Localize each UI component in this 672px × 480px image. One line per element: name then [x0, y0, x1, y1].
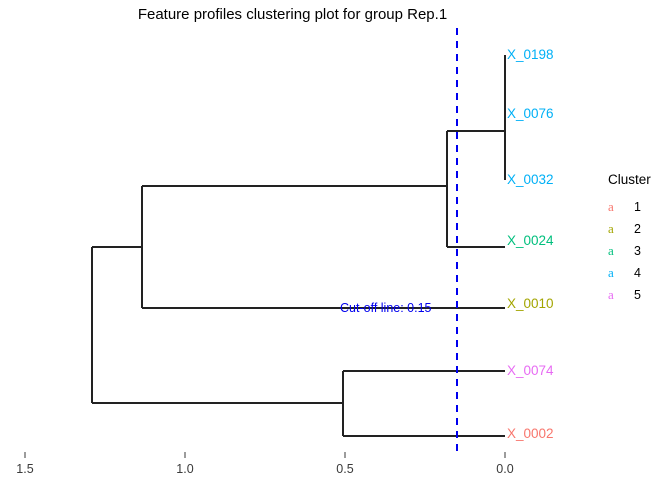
leaf-label-x0002: X_0002 [507, 426, 554, 441]
legend-key-icon-3: a [608, 243, 614, 258]
legend-item-4[interactable]: a 4 [608, 262, 672, 284]
dendrogram-branches [91, 55, 506, 437]
axis-tick-label-1: 1.5 [16, 462, 34, 476]
leaf-label-x0074: X_0074 [507, 363, 554, 378]
axis-tick-label-2: 1.0 [176, 462, 194, 476]
x-axis-ticks [24, 452, 506, 458]
legend-item-3[interactable]: a 3 [608, 240, 672, 262]
legend-label-4: 4 [634, 266, 641, 280]
legend-item-2[interactable]: a 2 [608, 218, 672, 240]
page-title: Feature profiles clustering plot for gro… [137, 6, 448, 23]
axis-tick-label-3: 0.5 [336, 462, 354, 476]
legend-key-icon-1: a [608, 199, 614, 214]
legend-title: Cluster [608, 172, 651, 187]
legend-label-1: 1 [634, 200, 641, 214]
legend-item-1[interactable]: a 1 [608, 196, 672, 218]
legend: Cluster a 1 a 2 a 3 a 4 a 5 [608, 172, 672, 306]
legend-label-3: 3 [634, 244, 641, 258]
leaf-label-x0032: X_0032 [507, 172, 554, 187]
legend-label-5: 5 [634, 288, 641, 302]
legend-key-icon-4: a [608, 265, 614, 280]
leaf-label-x0076: X_0076 [507, 106, 554, 121]
leaf-label-x0024: X_0024 [507, 233, 554, 248]
legend-key-icon-5: a [608, 287, 614, 302]
legend-key-icon-2: a [608, 221, 614, 236]
legend-item-5[interactable]: a 5 [608, 284, 672, 306]
axis-tick-label-4: 0.0 [496, 462, 514, 476]
cutoff-line-label: Cut-off line: 0.15 [340, 301, 432, 315]
leaf-label-x0198: X_0198 [507, 47, 554, 62]
legend-label-2: 2 [634, 222, 641, 236]
leaf-label-x0010: X_0010 [507, 296, 554, 311]
